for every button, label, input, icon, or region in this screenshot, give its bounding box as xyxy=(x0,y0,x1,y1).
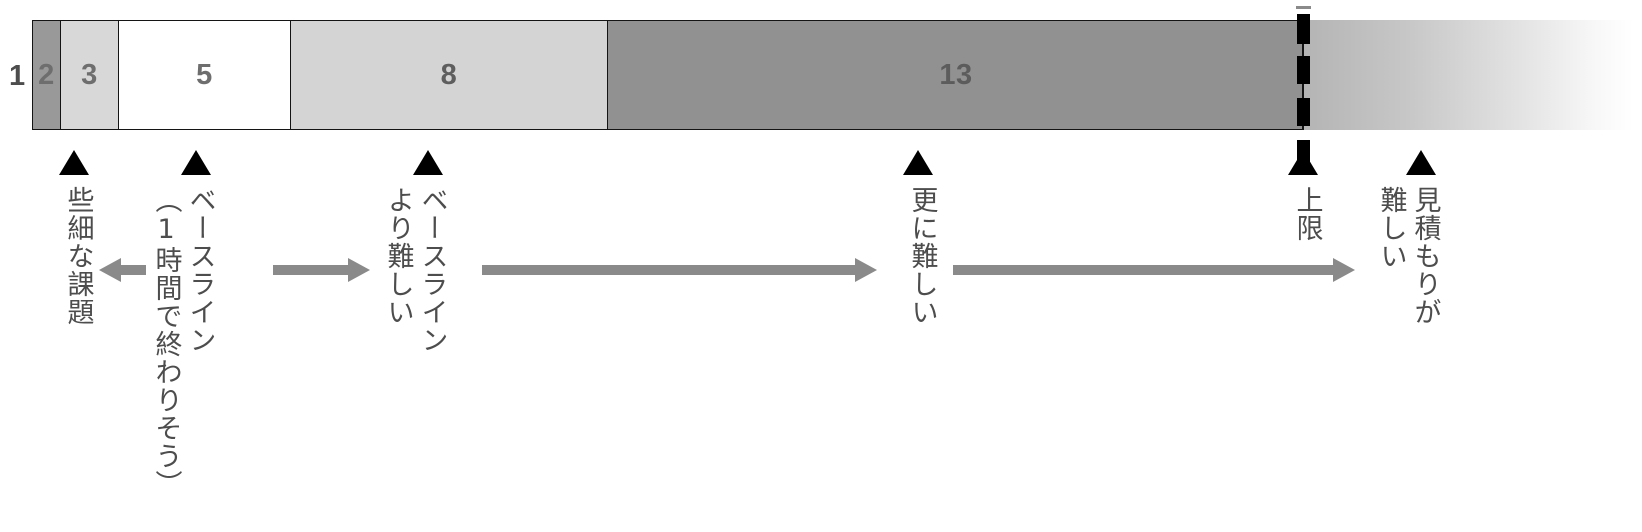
arrow-head-icon xyxy=(1333,258,1355,282)
scale-cell-5: 5 xyxy=(119,21,291,129)
scale-cell-2: 2 xyxy=(33,21,61,129)
scale-cell-label-2: 2 xyxy=(38,58,55,91)
limit-tick-mark xyxy=(1296,6,1311,9)
marker-label-harder-than-baseline-col0: ベースライン xyxy=(416,186,448,354)
scale-cell-label-8: 8 xyxy=(440,58,458,91)
marker-triangle-even-harder[interactable] xyxy=(903,150,933,175)
arrow-to-trivial xyxy=(99,258,146,282)
arrow-head-icon xyxy=(99,258,121,282)
scale-cell-label-1: 1 xyxy=(9,60,26,92)
scale-gradient-tail xyxy=(1303,20,1633,130)
arrow-to-harder xyxy=(273,258,370,282)
scale-cell-3: 3 xyxy=(61,21,119,129)
marker-label-hard-to-estimate-col0: 見積もりが xyxy=(1409,186,1441,326)
marker-triangle-hard-to-estimate[interactable] xyxy=(1406,150,1436,175)
marker-triangle-baseline[interactable] xyxy=(181,150,211,175)
arrow-shaft xyxy=(953,265,1335,275)
scale-cell-13: 13 xyxy=(608,21,1304,129)
scale-cell-label-13: 13 xyxy=(939,58,973,91)
marker-label-baseline-col0: ベースライン xyxy=(184,186,216,354)
arrow-head-icon xyxy=(348,258,370,282)
limit-dash-segment xyxy=(1297,98,1310,126)
scale-cell-8: 8 xyxy=(291,21,608,129)
marker-label-baseline-col1: （1時間で終わりそう） xyxy=(150,186,182,498)
arrow-shaft xyxy=(273,265,350,275)
marker-label-even-harder-col0: 更に難しい xyxy=(906,186,938,326)
marker-triangle-harder-than-baseline[interactable] xyxy=(413,150,443,175)
limit-dash-segment xyxy=(1297,14,1310,44)
marker-triangle-upper-limit[interactable] xyxy=(1288,150,1318,175)
arrow-to-even-harder xyxy=(482,258,877,282)
limit-dash-segment xyxy=(1297,56,1310,84)
marker-triangle-trivial[interactable] xyxy=(59,150,89,175)
arrow-to-estimate xyxy=(953,258,1355,282)
marker-label-hard-to-estimate-col1: 難しい xyxy=(1375,186,1407,270)
marker-label-trivial-col0: 些細な課題 xyxy=(62,186,94,326)
marker-label-upper-limit-col0: 上限 xyxy=(1291,186,1323,242)
arrow-shaft xyxy=(119,265,146,275)
arrow-head-icon xyxy=(855,258,877,282)
upper-limit-dashed-line xyxy=(1297,14,1310,168)
scale-cell-label-5: 5 xyxy=(196,58,213,91)
arrow-shaft xyxy=(482,265,857,275)
scale-cell-label-3: 3 xyxy=(81,58,98,91)
marker-label-harder-than-baseline-col1: より難しい xyxy=(382,186,414,326)
